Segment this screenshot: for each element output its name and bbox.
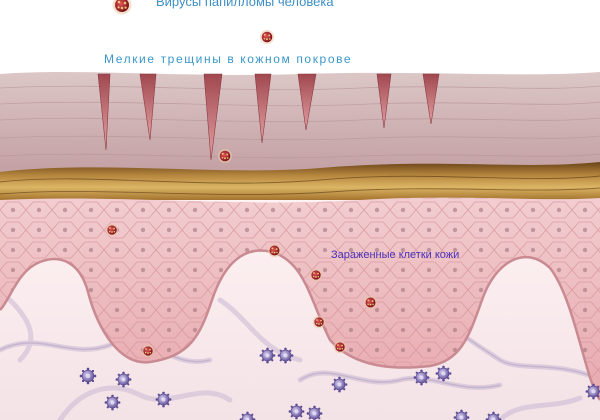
crack: [203, 73, 223, 161]
label-infected-cells: Зараженные клетки кожи: [331, 249, 460, 261]
virus-particle-icon: [217, 148, 233, 164]
crack: [376, 73, 392, 129]
label-cracks: Мелкие трещины в кожном покрове: [104, 52, 353, 66]
virus-particle-icon: [105, 223, 119, 237]
virus-particle-icon: [333, 340, 347, 354]
granular-layer: [0, 162, 600, 208]
virus-particle-icon: [363, 295, 378, 310]
virus-particle-icon: [312, 315, 326, 329]
virus-particle-icon: [259, 29, 275, 45]
virus-particle-icon: [267, 243, 282, 258]
crack: [97, 73, 111, 151]
crack: [254, 73, 272, 144]
stratum-lines: [0, 85, 600, 159]
virus-particle-icon: [112, 0, 132, 15]
granular-strands: [0, 175, 600, 195]
skin-cracks: [97, 73, 440, 161]
crack: [139, 73, 157, 141]
crack: [297, 73, 317, 131]
virus-particle-icon: [141, 344, 155, 358]
crack: [422, 73, 440, 125]
label-viruses: Вирусы папилломы человека: [156, 0, 334, 9]
virus-particle-icon: [309, 268, 323, 282]
basement-membrane: [0, 249, 600, 401]
